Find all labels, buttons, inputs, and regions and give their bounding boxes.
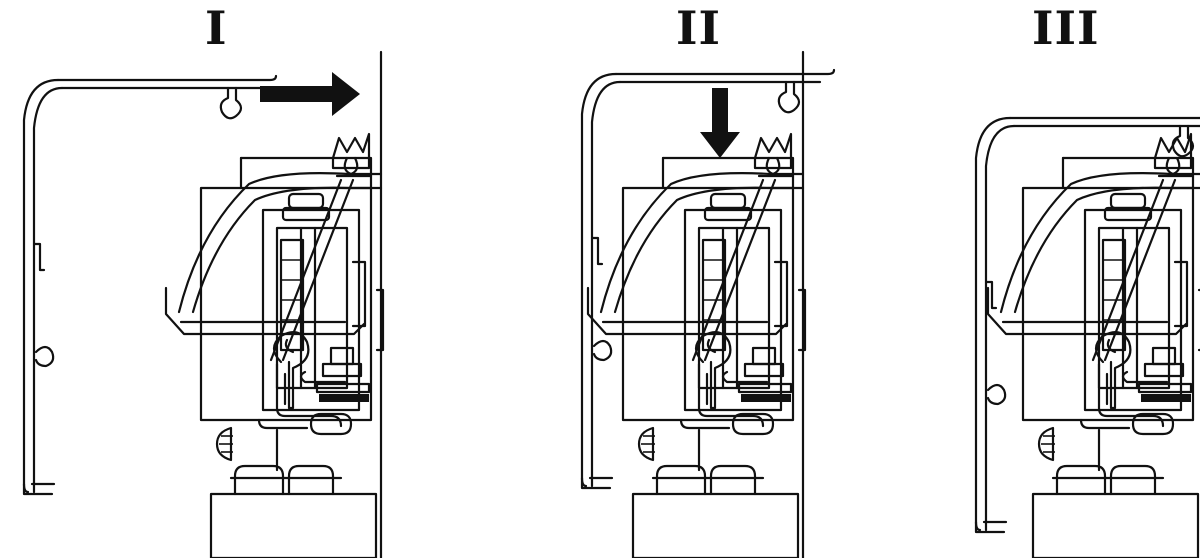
down-arrow bbox=[700, 88, 740, 158]
step-label-2: II bbox=[676, 1, 722, 55]
panel-1 bbox=[22, 50, 385, 558]
step-label-1: I bbox=[205, 1, 228, 55]
right-arrow bbox=[260, 72, 360, 116]
step-label-3: III bbox=[1032, 1, 1100, 55]
panel-3 bbox=[974, 50, 1200, 558]
panel-2 bbox=[580, 50, 836, 558]
